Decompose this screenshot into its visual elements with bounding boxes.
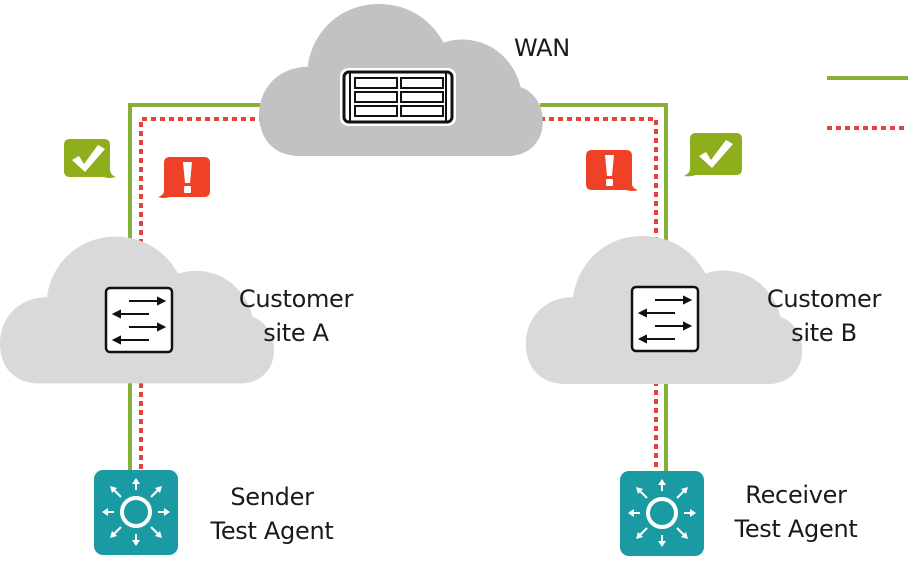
site-b-fail-badge xyxy=(586,150,638,191)
switch-icon xyxy=(630,285,700,353)
sender-label: Sender Test Agent xyxy=(198,480,346,548)
receiver-label: Receiver Test Agent xyxy=(722,478,870,546)
server-rack-icon xyxy=(340,68,456,126)
wan-label: WAN xyxy=(514,34,570,62)
site-b-label: Customer site B xyxy=(760,282,888,350)
legend xyxy=(827,76,908,130)
sender-label-line1: Sender xyxy=(230,483,314,511)
site-a-ok-badge xyxy=(64,139,116,178)
site-b-label-line2: site B xyxy=(791,319,857,347)
test-agent-icon xyxy=(628,479,696,547)
receiver-test-agent-icon xyxy=(620,471,704,556)
sender-label-line2: Test Agent xyxy=(210,517,334,545)
wan-cloud xyxy=(259,4,543,156)
checkmark-icon xyxy=(72,145,105,172)
exclamation-icon xyxy=(605,155,614,186)
checkmark-icon xyxy=(699,140,733,168)
switch-icon xyxy=(104,286,174,354)
receiver-label-line1: Receiver xyxy=(745,481,847,509)
site-b-cloud xyxy=(525,236,803,384)
site-a-cloud xyxy=(0,236,274,384)
site-a-label-line2: site A xyxy=(263,319,329,347)
site-a-label-line1: Customer xyxy=(238,285,354,313)
site-a-fail-badge xyxy=(158,157,210,198)
test-agent-icon xyxy=(102,478,170,546)
site-a-label: Customer site A xyxy=(232,282,360,350)
site-b-ok-badge xyxy=(684,133,742,177)
receiver-label-line2: Test Agent xyxy=(734,515,858,543)
exclamation-icon xyxy=(183,162,192,193)
sender-test-agent-icon xyxy=(94,470,178,555)
site-b-label-line1: Customer xyxy=(766,285,882,313)
